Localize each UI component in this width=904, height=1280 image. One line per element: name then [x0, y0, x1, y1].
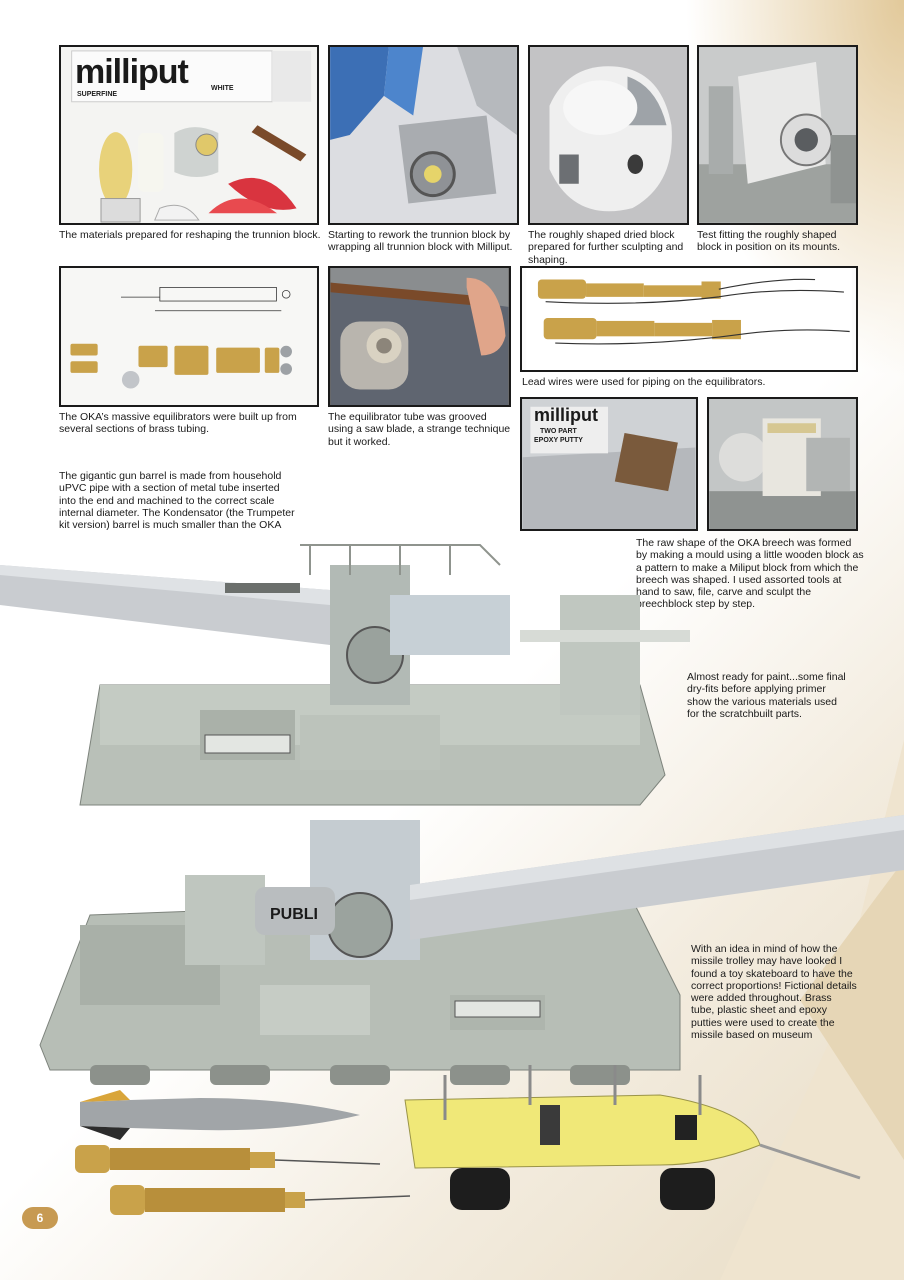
- photo-dried-block: [528, 45, 689, 225]
- text-trolley: With an idea in mind of how the missile …: [691, 943, 857, 1042]
- milliput-label-two-part: TWO PART: [540, 428, 577, 435]
- page-number: 6: [36, 1211, 44, 1225]
- equilibrator-parts-illustration: [62, 268, 316, 405]
- caption-equilibrators: The OKA’s massive equilibrators were bui…: [59, 411, 297, 436]
- milliput-label-superfine: SUPERFINE: [77, 91, 118, 98]
- milliput-label-epoxy-putty: EPOXY PUTTY: [534, 437, 583, 444]
- caption-test-fitting: Test fitting the roughly shaped block in…: [697, 229, 840, 254]
- model-photo-side-view: [0, 544, 690, 806]
- epoxy-putty-illustration: [522, 399, 696, 529]
- text-barrel: The gigantic gun barrel is made from hou…: [59, 470, 295, 532]
- caption-grooving: The equilibrator tube was grooved using …: [328, 411, 511, 448]
- photo-lead-wires: [520, 266, 858, 372]
- dried-block-illustration: [530, 47, 687, 223]
- grooving-illustration: [330, 268, 509, 405]
- photo-test-fitting: [697, 45, 858, 225]
- wrapping-illustration: [330, 47, 517, 223]
- text-paint: Almost ready for paint...some final dry-…: [687, 671, 846, 720]
- missiles-and-trolley-photo: [75, 1065, 861, 1215]
- photo-breech-closeup: [707, 397, 858, 531]
- caption-lead-wires: Lead wires were used for piping on the e…: [522, 376, 766, 388]
- breech-closeup-illustration: [709, 399, 856, 529]
- photo-equilibrator-parts: [59, 266, 319, 407]
- decorative-background-shapes: [720, 740, 904, 1280]
- milliput-logo-epoxy: milliput: [534, 405, 598, 425]
- lead-wires-illustration: [526, 268, 852, 370]
- milliput-label-white: WHITE: [211, 85, 234, 92]
- page-number-badge: 6: [22, 1207, 58, 1229]
- test-fitting-illustration: [699, 47, 856, 223]
- breech-marking: PUBLI: [270, 906, 318, 923]
- milliput-logo-white: milliput: [75, 53, 189, 91]
- caption-materials: The materials prepared for reshaping the…: [59, 229, 321, 241]
- materials-illustration: [71, 50, 312, 223]
- photo-grooving: [328, 266, 511, 407]
- model-photo-rear-view: PUBLI: [39, 815, 904, 1085]
- caption-wrapping: Starting to rework the trunnion block by…: [328, 229, 513, 254]
- photo-epoxy-putty: milliput TWO PART EPOXY PUTTY: [520, 397, 698, 531]
- caption-dried-block: The roughly shaped dried block prepared …: [528, 229, 684, 266]
- text-breech: The raw shape of the OKA breech was form…: [636, 537, 864, 611]
- photo-milliput-materials: milliput SUPERFINE WHITE: [59, 45, 319, 225]
- photo-wrapping-trunnion: [328, 45, 519, 225]
